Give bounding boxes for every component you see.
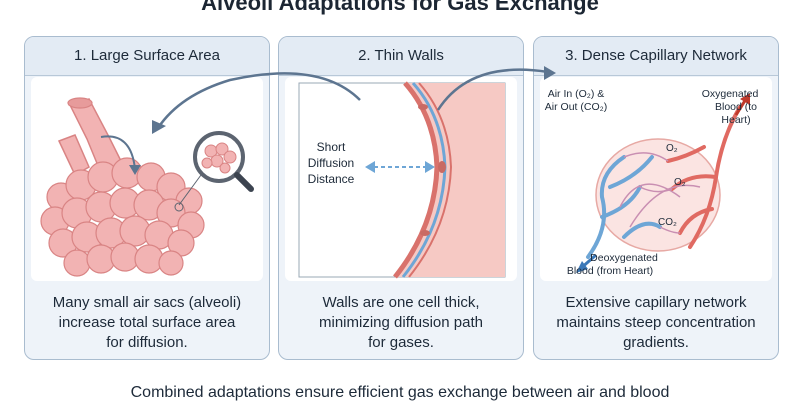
cell-nucleus xyxy=(418,104,428,110)
bronchiole-branch xyxy=(57,134,90,177)
oxygenated-label-line: Blood (to xyxy=(715,101,757,113)
diffusion-label-line: Distance xyxy=(308,172,355,186)
caption-line: maintains steep concentration xyxy=(556,314,756,331)
caption-line: Walls are one cell thick, xyxy=(322,294,480,311)
deoxygenated-arrowhead xyxy=(576,261,588,273)
magnified-alveoli xyxy=(201,142,237,174)
gas-label-o2: O₂ xyxy=(674,177,686,188)
capillary-illustration: O₂ O₂ CO₂ Air In (O₂) & Air Out (CO₂) Ox… xyxy=(540,77,772,281)
panel-heading: 1. Large Surface Area xyxy=(25,37,269,76)
diffusion-arrowhead-left xyxy=(365,161,375,173)
oxygenated-outflow-arrow xyxy=(734,98,748,116)
alveolus-sac xyxy=(134,244,164,274)
gas-label-o2: O₂ xyxy=(666,143,678,154)
magnifier-handle xyxy=(234,172,254,192)
caption-line: for gases. xyxy=(368,334,434,351)
diffusion-label-line: Short xyxy=(317,140,346,154)
page-title: Alveoli Adaptations for Gas Exchange xyxy=(201,0,599,15)
bronchiole-opening xyxy=(67,97,93,109)
panel-dense-capillary-network: 3. Dense Capillary Network xyxy=(533,36,779,360)
alveoli-cluster-svg xyxy=(40,97,254,277)
magnifier-pointer xyxy=(178,174,202,206)
panel-thin-walls: 2. Thin Walls Short Diffusion Distance W… xyxy=(278,36,524,360)
panel-caption: Many small air sacs (alveoli) increase t… xyxy=(31,293,263,353)
cell-nucleus xyxy=(438,161,446,173)
alveolus-sac xyxy=(63,249,91,277)
panel-large-surface-area: 1. Large Surface Area xyxy=(24,36,270,360)
magnifier-target xyxy=(174,202,184,212)
oxygenated-arrowhead xyxy=(740,93,750,105)
panel-caption: Walls are one cell thick, minimizing dif… xyxy=(285,293,517,353)
alveoli-sacs xyxy=(40,157,205,277)
diffusion-label-line: Diffusion xyxy=(308,156,354,170)
thin-wall-illustration: Short Diffusion Distance xyxy=(285,77,517,281)
air-flow-arrowhead xyxy=(129,165,141,175)
deoxygenated-label-line: Deoxygenated xyxy=(590,252,658,264)
deoxygenated-vessels xyxy=(586,155,662,259)
caption-line: for diffusion. xyxy=(106,334,188,351)
gas-label-co2: CO₂ xyxy=(658,217,677,228)
oxygenated-label-line: Oxygenated xyxy=(702,88,759,100)
alveoli-illustration xyxy=(31,77,263,281)
caption-line: minimizing diffusion path xyxy=(319,314,483,331)
panel-heading: 3. Dense Capillary Network xyxy=(534,37,778,76)
panel-caption: Extensive capillary network maintains st… xyxy=(540,293,772,353)
air-label-line: Air Out (CO₂) xyxy=(545,101,607,113)
caption-line: Many small air sacs (alveoli) xyxy=(52,294,242,311)
caption-line: gradients. xyxy=(623,334,689,351)
air-label-line: Air In (O₂) & xyxy=(548,88,605,100)
capillary-mesh xyxy=(619,152,701,234)
thin-wall-svg: Short Diffusion Distance xyxy=(298,81,506,279)
panel-heading: 2. Thin Walls xyxy=(279,37,523,76)
cell-nucleus xyxy=(420,230,430,236)
caption-line: Extensive capillary network xyxy=(565,294,747,311)
footer-summary: Combined adaptations ensure efficient ga… xyxy=(130,384,670,401)
alveolus-sac xyxy=(158,250,184,276)
endothelium xyxy=(408,82,453,278)
oxygenated-label-line: Heart) xyxy=(721,114,750,126)
deoxygenated-label-line: Blood (from Heart) xyxy=(567,265,653,277)
capillary-network-svg: O₂ O₂ CO₂ Air In (O₂) & Air Out (CO₂) Ox… xyxy=(545,88,759,277)
air-flow-arrow xyxy=(100,135,136,170)
caption-line: increase total surface area xyxy=(58,314,236,331)
diffusion-arrowhead-right xyxy=(425,161,435,173)
